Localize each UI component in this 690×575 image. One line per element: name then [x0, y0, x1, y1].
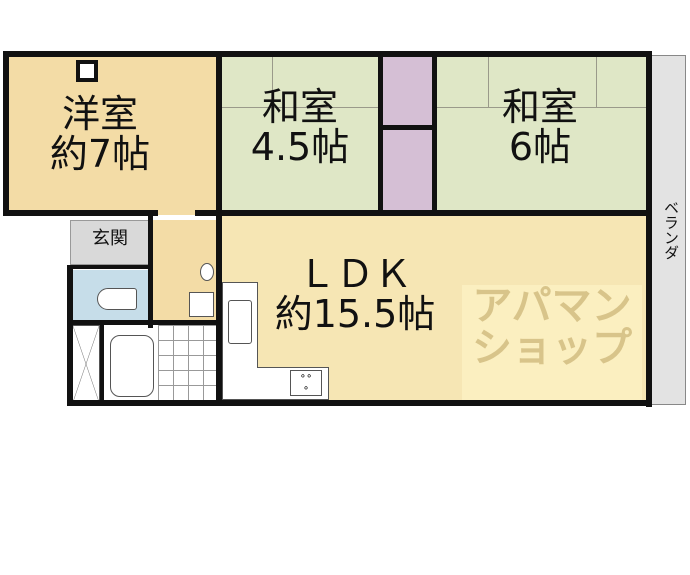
veranda-label: ベランダ: [662, 200, 680, 260]
western-room-name: 洋室: [61, 92, 138, 136]
entrance: [70, 220, 150, 265]
japanese-room-2-size: 6帖: [508, 124, 572, 169]
ldk-label: ＬＤＫ 約15.5帖: [255, 252, 455, 336]
watermark-logo: アパマン ショップ: [462, 285, 642, 400]
ldk-name: ＬＤＫ: [297, 252, 412, 296]
stove-icon: ∘∘∘: [290, 370, 322, 396]
japanese-room-2-label: 和室 6帖: [460, 85, 620, 169]
japanese-room-1-name: 和室: [261, 85, 338, 129]
watermark-line1: アパマン: [472, 283, 632, 329]
western-room: [5, 53, 220, 215]
closet-upper: [380, 53, 435, 128]
western-room-size: 約7帖: [49, 131, 151, 176]
watermark-line2: ショップ: [472, 325, 632, 371]
storage: [72, 325, 100, 403]
japanese-room-2: [435, 53, 650, 215]
japanese-room-1: [220, 53, 380, 215]
bath-floor-tiles: [158, 325, 218, 400]
japanese-room-1-label: 和室 4.5帖: [222, 85, 378, 169]
japanese-room-2-name: 和室: [501, 85, 578, 129]
sink-icon: [228, 300, 252, 344]
toilet-icon: [97, 288, 137, 310]
closet-lower: [380, 128, 435, 215]
bathtub-icon: [110, 335, 154, 397]
washer-pan-icon: [189, 292, 214, 317]
ldk-size: 約15.5帖: [274, 291, 436, 336]
veranda: [650, 55, 686, 405]
western-room-label: 洋室 約7帖: [20, 92, 180, 176]
entrance-label: 玄関: [92, 228, 128, 249]
washbasin-icon: [200, 263, 214, 281]
japanese-room-1-size: 4.5帖: [250, 124, 350, 169]
